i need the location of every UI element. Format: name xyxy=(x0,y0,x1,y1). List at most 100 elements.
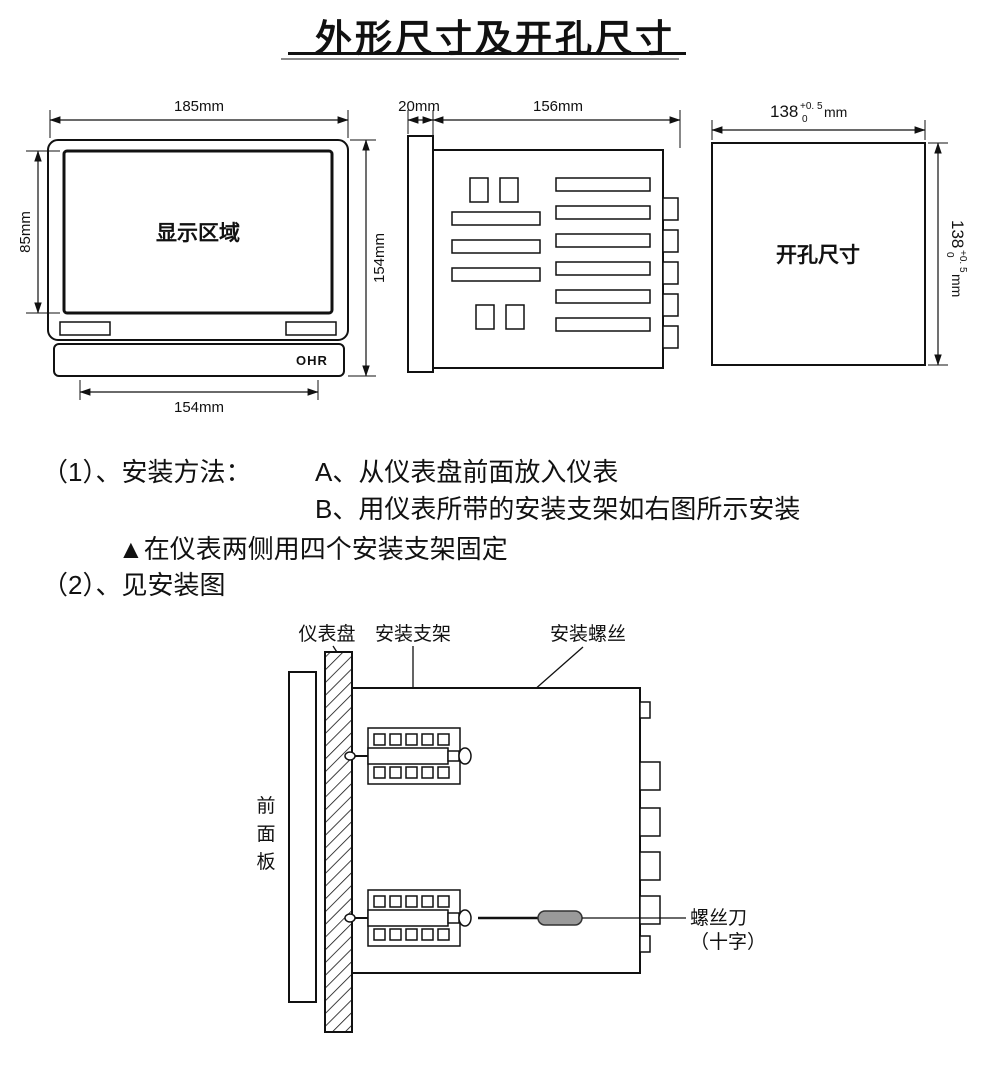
vent-slot xyxy=(555,177,651,192)
title-underline-light xyxy=(281,58,679,60)
vent-slot xyxy=(555,261,651,276)
bracket-label: 安装支架 xyxy=(375,623,451,645)
vent-square xyxy=(499,177,519,203)
vent-slot xyxy=(555,317,651,332)
front-panel xyxy=(288,671,317,1003)
cutout-top-dim-unit: mm xyxy=(824,104,847,120)
display-height-dim-label: 85mm xyxy=(17,211,34,253)
bracket-screw-tip xyxy=(344,913,356,923)
side-front-flange xyxy=(407,135,434,373)
instruction-item1-label: （1）、安装方法： xyxy=(42,457,252,487)
title-underline-heavy xyxy=(288,52,686,55)
mount-screw-head xyxy=(458,909,472,927)
cutout-right-dim-tol-upper: +0. 5 xyxy=(957,250,968,273)
terminal-tab xyxy=(639,851,661,881)
bracket-hole xyxy=(405,895,418,908)
display-area xyxy=(62,149,334,315)
dimension-drawings: 185mm 显示区域 85mm OHR 154mm 154mm 20mm 156… xyxy=(17,98,968,416)
front-width-dim-label: 185mm xyxy=(174,98,224,115)
mounting-panel xyxy=(324,651,353,1033)
vent-slot xyxy=(555,289,651,304)
vent-square xyxy=(469,177,489,203)
terminal-tab xyxy=(662,229,679,253)
body-depth-dim-label: 156mm xyxy=(533,98,583,115)
bezel-depth-dim-label: 20mm xyxy=(398,98,440,115)
panel-label: 仪表盘 xyxy=(298,623,355,645)
front-panel-label-char1: 前 xyxy=(256,795,275,817)
cutout-top-dim-tol-upper: +0. 5 xyxy=(800,101,823,112)
bracket-screw-tip xyxy=(344,751,356,761)
terminal-tab xyxy=(662,293,679,317)
bracket-hole xyxy=(373,895,386,908)
instruction-item1-b: B、用仪表所带的安装支架如右图所示安装 xyxy=(315,494,801,524)
bracket-hole xyxy=(405,928,418,941)
installation-diagram: 仪表盘 安装支架 安装螺丝 前 面 板 xyxy=(256,623,766,1033)
bracket-hole xyxy=(389,733,402,746)
front-bottom-dim-label: 154mm xyxy=(174,399,224,416)
bracket-hole xyxy=(421,928,434,941)
screwdriver-label-line1: 螺丝刀 xyxy=(690,907,747,929)
bracket-hole xyxy=(373,928,386,941)
mount-screw-shaft xyxy=(447,912,460,924)
bracket-hole xyxy=(421,766,434,779)
vent-slot xyxy=(555,205,651,220)
vent-bar xyxy=(451,239,541,254)
cutout-right-dim-value: 138 xyxy=(948,220,967,248)
terminal-tab xyxy=(662,325,679,349)
terminal-tab xyxy=(639,761,661,791)
terminal-tab xyxy=(639,701,651,719)
bracket-hole xyxy=(437,895,450,908)
bracket-rail xyxy=(367,747,449,765)
vent-bar xyxy=(451,211,541,226)
front-view: 185mm 显示区域 85mm OHR 154mm 154mm xyxy=(17,98,388,416)
vent-square xyxy=(505,304,525,330)
side-view: 20mm 156mm xyxy=(398,98,681,373)
vent-square xyxy=(475,304,495,330)
cutout-top-dim-value: 138 xyxy=(770,102,798,121)
bracket-hole xyxy=(437,733,450,746)
mount-screw-shaft xyxy=(447,750,460,762)
terminal-tab xyxy=(662,261,679,285)
bracket-hole xyxy=(373,733,386,746)
cutout-right-dim-unit: mm xyxy=(949,274,965,297)
screwdriver-label-line2: （十字） xyxy=(690,931,766,953)
cutout-label: 开孔尺寸 xyxy=(776,243,860,267)
terminal-tab xyxy=(639,807,661,837)
terminal-tab xyxy=(639,895,661,925)
mounting-bracket-bottom xyxy=(344,889,472,947)
bracket-hole xyxy=(421,895,434,908)
bracket-hole xyxy=(389,895,402,908)
bracket-hole xyxy=(421,733,434,746)
instruction-item1-a: A、从仪表盘前面放入仪表 xyxy=(315,457,619,487)
brand-logo: OHR xyxy=(296,353,328,368)
bracket-hole xyxy=(373,766,386,779)
cutout-view: 138 +0. 5 0 mm 开孔尺寸 138 +0. 5 0 mm xyxy=(711,101,968,366)
cutout-top-dim-tol-lower: 0 xyxy=(802,114,808,125)
mounting-bracket-top xyxy=(344,727,472,785)
cutout-right-dim-tol-lower: 0 xyxy=(944,252,955,258)
bracket-hole xyxy=(389,928,402,941)
front-panel-label-char3: 板 xyxy=(256,851,275,873)
instruction-note: ▲在仪表两侧用四个安装支架固定 xyxy=(118,534,508,564)
vent-bar xyxy=(451,267,541,282)
mount-screw-head xyxy=(458,747,472,765)
vent-slot xyxy=(555,233,651,248)
bracket-hole xyxy=(389,766,402,779)
front-panel-label-char2: 面 xyxy=(256,824,275,845)
screwdriver-handle xyxy=(537,910,583,926)
front-slot-left xyxy=(59,321,111,336)
bracket-hole xyxy=(437,766,450,779)
display-area-label: 显示区域 xyxy=(156,221,240,245)
screw-label: 安装螺丝 xyxy=(550,623,626,645)
terminal-tab xyxy=(639,935,651,953)
instruction-item2: （2）、见安装图 xyxy=(42,570,226,600)
bracket-hole xyxy=(405,766,418,779)
front-height-dim-label: 154mm xyxy=(371,233,388,283)
bracket-rail xyxy=(367,909,449,927)
cutout-square xyxy=(711,142,926,366)
front-slot-right xyxy=(285,321,337,336)
bracket-hole xyxy=(405,733,418,746)
cutout-right-dim-text: 138 +0. 5 0 mm xyxy=(944,220,968,297)
terminal-tab xyxy=(662,197,679,221)
